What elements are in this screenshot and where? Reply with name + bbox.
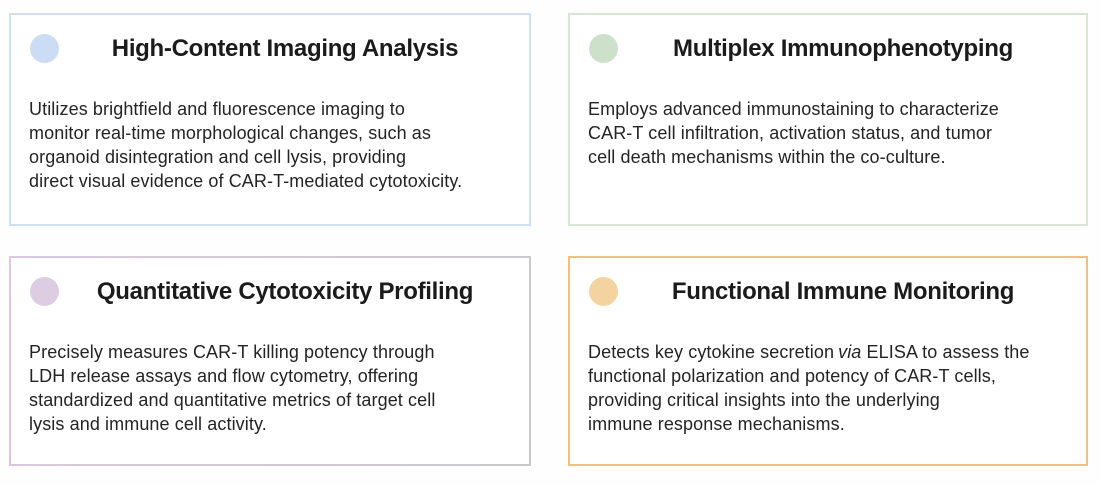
card-header: Functional Immune Monitoring <box>588 277 1068 306</box>
body-line: lysis and immune cell activity. <box>29 414 267 434</box>
card-quantitative-cytotoxicity-profiling: Quantitative Cytotoxicity Profiling Prec… <box>9 256 531 466</box>
card-multiplex-immunophenotyping: Multiplex Immunophenotyping Employs adva… <box>568 13 1088 226</box>
body-line: functional polarization and potency of C… <box>588 366 996 386</box>
card-title: Multiplex Immunophenotyping <box>673 35 1013 62</box>
body-line: standardized and quantitative metrics of… <box>29 390 436 410</box>
green-dot-icon <box>589 34 618 63</box>
card-title: Quantitative Cytotoxicity Profiling <box>96 278 474 305</box>
card-body: Employs advanced immunostaining to chara… <box>588 97 1068 169</box>
card-functional-immune-monitoring: Functional Immune Monitoring Detects key… <box>568 256 1088 466</box>
body-line: organoid disintegration and cell lysis, … <box>29 147 407 167</box>
purple-dot-icon <box>30 277 59 306</box>
card-high-content-imaging-analysis: High-Content Imaging Analysis Utilizes b… <box>9 13 531 226</box>
body-line: Employs advanced immunostaining to chara… <box>588 99 999 119</box>
body-line: CAR-T cell infiltration, activation stat… <box>588 123 993 143</box>
body-line: immune response mechanisms. <box>588 414 845 434</box>
body-line: cell death mechanisms within the co-cult… <box>588 147 946 167</box>
body-line: Utilizes brightfield and fluorescence im… <box>29 99 405 119</box>
orange-dot-icon <box>589 277 618 306</box>
card-title: Functional Immune Monitoring <box>671 278 1015 305</box>
card-header: Multiplex Immunophenotyping <box>588 34 1068 63</box>
card-title: High-Content Imaging Analysis <box>111 35 459 62</box>
card-body: Precisely measures CAR-T killing potency… <box>29 340 511 436</box>
card-header: Quantitative Cytotoxicity Profiling <box>29 277 511 306</box>
body-line: Precisely measures CAR-T killing potency… <box>29 342 435 362</box>
body-line: direct visual evidence of CAR-T-mediated… <box>29 171 463 191</box>
body-line: monitor real-time morphological changes,… <box>29 123 431 143</box>
body-line: LDH release assays and flow cytometry, o… <box>29 366 419 386</box>
body-line: providing critical insights into the und… <box>588 390 940 410</box>
card-header: High-Content Imaging Analysis <box>29 34 511 63</box>
card-body: Utilizes brightfield and fluorescence im… <box>29 97 511 193</box>
blue-dot-icon <box>30 34 59 63</box>
